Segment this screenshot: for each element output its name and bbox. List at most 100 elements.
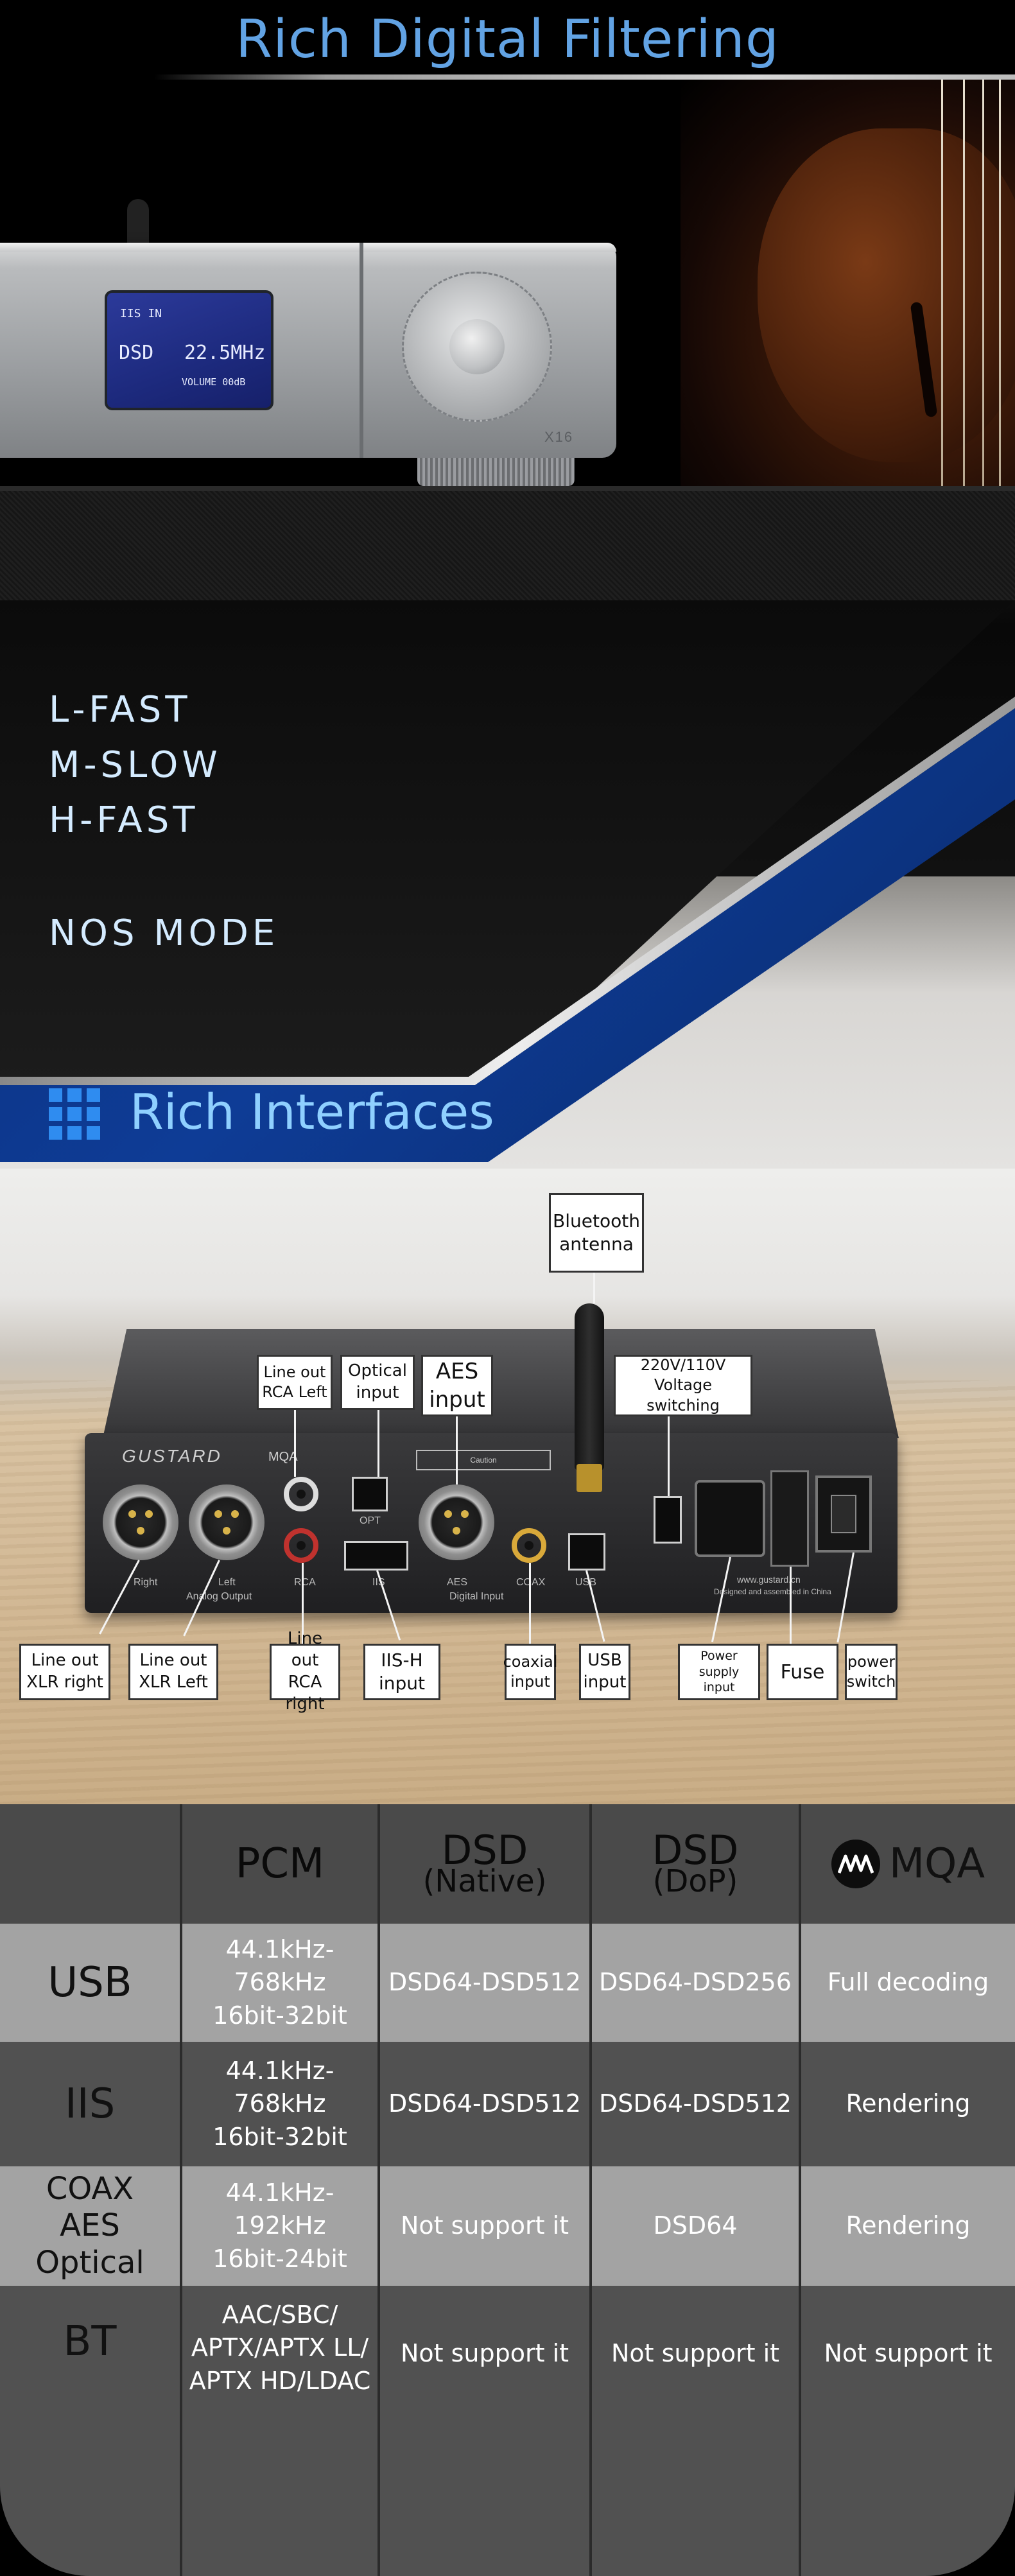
header-pcm: PCM bbox=[182, 1804, 380, 1924]
section-title-interfaces: Rich Interfaces bbox=[130, 1083, 494, 1140]
leader-line bbox=[529, 1563, 531, 1644]
filter-mode-h-fast: H-FAST bbox=[49, 799, 199, 841]
row-label-usb: USB bbox=[0, 1924, 182, 2042]
optical-input-port bbox=[352, 1477, 388, 1511]
mqa-logo-small: MQA bbox=[268, 1450, 298, 1464]
cell-bt-dsd-dop: Not support it bbox=[592, 2286, 801, 2576]
leader-line bbox=[456, 1416, 458, 1484]
panel-label-right: Right bbox=[134, 1577, 158, 1588]
mqa-label: MQA bbox=[889, 1840, 985, 1888]
display-format: DSD bbox=[119, 342, 154, 364]
cell-coax-dsd-dop: DSD64 bbox=[592, 2166, 801, 2286]
cell-bt-pcm: AAC/SBC/APTX/APTX LL/APTX HD/LDAC bbox=[182, 2286, 380, 2576]
leader-line bbox=[302, 1563, 304, 1644]
header-mqa: MQA bbox=[801, 1804, 1015, 1924]
spec-table-section: PCM DSD(Native) DSD(DoP) MQA USB 44.1kHz… bbox=[0, 1804, 1015, 2576]
header-dsd-dop: DSD(DoP) bbox=[592, 1804, 801, 1924]
device-display: IIS IN DSD 22.5MHz VOLUME 00dB bbox=[105, 290, 273, 410]
header-dsd-native: DSD(Native) bbox=[380, 1804, 592, 1924]
display-input-label: IIS IN bbox=[120, 307, 162, 320]
power-switch bbox=[815, 1475, 872, 1553]
texture-band bbox=[0, 491, 1015, 600]
brand-logo: GUSTARD bbox=[122, 1446, 222, 1466]
rca-right-output bbox=[284, 1528, 318, 1563]
device-foot bbox=[417, 458, 575, 486]
header-empty-cell bbox=[0, 1804, 182, 1924]
model-badge: X16 bbox=[544, 429, 574, 445]
panel-label-usb: USB bbox=[575, 1577, 596, 1588]
row-label-bt: BT bbox=[0, 2286, 182, 2576]
table-row-bt: BT AAC/SBC/APTX/APTX LL/APTX HD/LDAC Not… bbox=[0, 2286, 1015, 2576]
leader-line bbox=[593, 1273, 595, 1303]
xlr-right-output bbox=[103, 1484, 178, 1560]
table-header-row: PCM DSD(Native) DSD(DoP) MQA bbox=[0, 1804, 1015, 1924]
shelf-edge bbox=[0, 486, 1015, 491]
rca-left-output bbox=[284, 1477, 318, 1511]
filter-mode-m-slow: M-SLOW bbox=[49, 744, 221, 786]
row-label-iis: IIS bbox=[0, 2042, 182, 2166]
panel-label-website: www.gustard.cn bbox=[737, 1574, 801, 1585]
callout-fuse: Fuse bbox=[767, 1644, 838, 1700]
device-antenna bbox=[127, 199, 149, 245]
volume-knob-ring bbox=[402, 272, 552, 422]
usb-input-port bbox=[568, 1533, 605, 1571]
aes-input-port bbox=[419, 1484, 494, 1560]
filter-modes-section: L-FAST M-SLOW H-FAST NOS MODE Rich Inter… bbox=[0, 491, 1015, 1169]
leader-line bbox=[377, 1410, 379, 1477]
cell-iis-mqa: Rendering bbox=[801, 2042, 1015, 2166]
violin-string bbox=[982, 80, 984, 491]
cell-coax-dsd-native: Not support it bbox=[380, 2166, 592, 2286]
iis-h-input-port bbox=[344, 1541, 408, 1571]
device-top-edge bbox=[0, 243, 616, 252]
leader-line bbox=[668, 1416, 670, 1496]
bluetooth-antenna bbox=[575, 1303, 604, 1470]
leader-line bbox=[790, 1567, 792, 1644]
panel-label-made-in: Designed and assembled in China bbox=[714, 1587, 831, 1596]
cell-bt-dsd-native: Not support it bbox=[380, 2286, 592, 2576]
filter-mode-l-fast: L-FAST bbox=[49, 689, 191, 731]
volume-knob bbox=[449, 319, 505, 374]
cell-usb-dsd-dop: DSD64-DSD256 bbox=[592, 1924, 801, 2042]
xlr-left-output bbox=[189, 1484, 265, 1560]
cell-iis-dsd-native: DSD64-DSD512 bbox=[380, 2042, 592, 2166]
voltage-switch bbox=[654, 1496, 682, 1544]
cell-usb-dsd-native: DSD64-DSD512 bbox=[380, 1924, 592, 2042]
display-volume: VOLUME 00dB bbox=[182, 376, 246, 388]
fuse-holder bbox=[770, 1470, 809, 1567]
cell-iis-dsd-dop: DSD64-DSD512 bbox=[592, 2042, 801, 2166]
power-supply-socket bbox=[695, 1480, 765, 1557]
device-panel-split bbox=[360, 243, 363, 458]
grid-icon bbox=[49, 1088, 100, 1140]
antenna-connector bbox=[577, 1464, 602, 1492]
caution-label: Caution bbox=[416, 1450, 551, 1470]
panel-label-left: Left bbox=[218, 1577, 236, 1588]
violin-string bbox=[941, 80, 943, 491]
panel-label-digital-input: Digital Input bbox=[449, 1591, 504, 1602]
leader-line bbox=[294, 1410, 296, 1477]
filter-mode-nos: NOS MODE bbox=[49, 912, 279, 954]
spec-table: PCM DSD(Native) DSD(DoP) MQA USB 44.1kHz… bbox=[0, 1804, 1015, 2576]
mqa-icon bbox=[831, 1840, 880, 1888]
cell-coax-mqa: Rendering bbox=[801, 2166, 1015, 2286]
title-underline bbox=[154, 74, 1015, 80]
panel-label-aes: AES bbox=[447, 1577, 468, 1588]
section-title-filtering: Rich Digital Filtering bbox=[236, 9, 779, 70]
violin-image bbox=[758, 128, 1015, 462]
coaxial-input-port bbox=[512, 1528, 546, 1563]
